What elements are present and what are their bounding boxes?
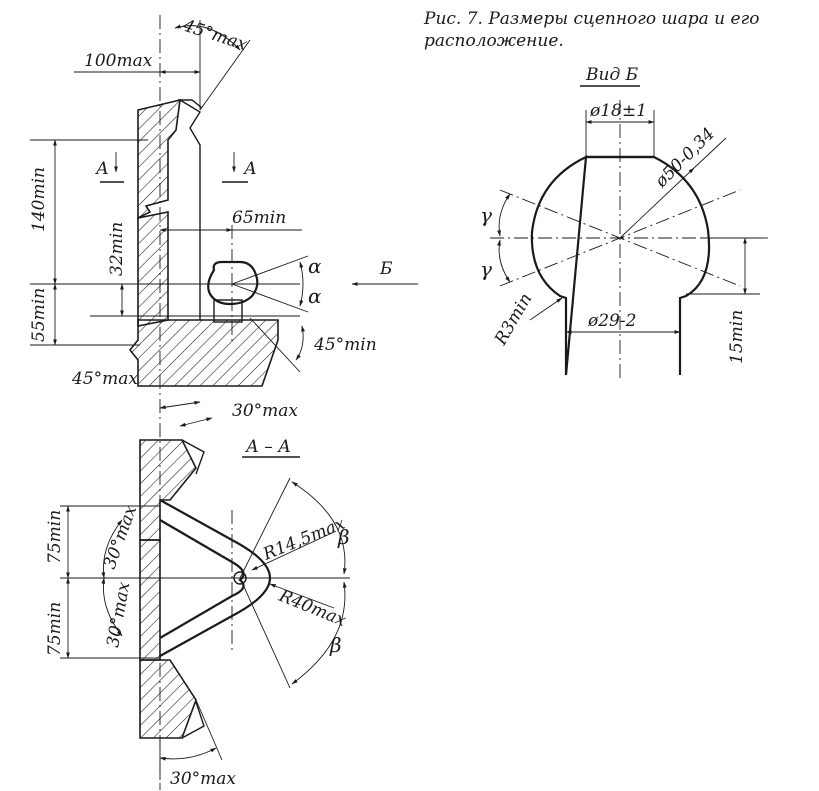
dim-100-max-label: 100max <box>84 51 153 71</box>
section-lower-jaw-tip <box>181 701 205 739</box>
dim-32-min-label: 32min <box>107 222 127 276</box>
dia-18-label: ø18±1 <box>589 101 647 121</box>
view-b: Вид Б ø18±1 ø50-0,34 γ γ R3min ø29-2 15m… <box>480 65 770 380</box>
section-a-a: А – А 75min 75min 30°max 30°max R14,5max… <box>45 437 350 789</box>
radius-40-label: R40max <box>275 586 349 631</box>
radius-3-leader <box>529 297 563 321</box>
angle-30-max-lower-arc <box>101 577 123 637</box>
dim-75-min-bottom-label: 75min <box>45 602 65 656</box>
beta-arc-top <box>291 481 347 575</box>
angle-30-max-mid-label: 30°max <box>232 401 298 421</box>
beta-line-top <box>239 477 291 579</box>
side-view-upper: α α 45°max 100max 140min 32min 65min 55m… <box>29 15 418 790</box>
upper-plate-hatched <box>137 98 181 220</box>
dim-140-min-label: 140min <box>29 167 49 232</box>
radius-14-5-label: R14,5max <box>259 514 348 565</box>
beta-label-top: β <box>337 525 350 549</box>
gamma-arc-bottom <box>497 239 511 283</box>
gamma-label-bottom: γ <box>480 257 492 281</box>
dia-50-leader <box>619 167 695 239</box>
angle-30-max-bottom-arc <box>159 747 217 761</box>
angle-45-max-top-label: 45°max <box>180 15 250 55</box>
angle-45-min-label: 45°min <box>313 335 377 355</box>
angle-30-max-bottom-label: 30°max <box>170 769 236 789</box>
section-upper-jaw-tip <box>181 439 205 475</box>
gamma-label-top: γ <box>480 203 492 227</box>
alpha-line-bottom <box>231 283 309 313</box>
plate-top-notch <box>178 99 203 109</box>
beta-arc-bottom <box>291 581 347 685</box>
angle-45-max-top-arc <box>174 24 241 51</box>
angle-45-min-arc <box>295 325 305 361</box>
beta-label-bottom: β <box>329 633 342 657</box>
coupling-ball <box>207 260 259 306</box>
figure-caption-line-2: расположение. <box>424 31 564 51</box>
section-lower-jaw <box>139 659 197 739</box>
angle-45-max-mid-label: 45°max <box>71 369 138 389</box>
lower-block-hatched <box>128 319 279 387</box>
section-mark-left-label: А <box>95 159 109 179</box>
dia-29-label: ø29-2 <box>587 311 636 331</box>
angle-ref-slant <box>199 39 251 111</box>
radius-3-label: R3min <box>491 290 537 349</box>
angle-30-max-upper-arc <box>101 519 123 579</box>
angle-30-max-upper-label: 30°max <box>100 502 141 571</box>
horn-inner <box>159 519 245 639</box>
gamma-arc-top <box>497 193 511 237</box>
angle-45-min-slant <box>249 317 301 373</box>
view-b-arrow-label: Б <box>379 259 393 279</box>
angle-30-max-mid-line <box>179 417 213 427</box>
angle-45-max-mid-line <box>159 400 201 410</box>
figure-caption-line-1: Рис. 7. Размеры сцепного шара и его <box>423 9 759 29</box>
section-a-a-title: А – А <box>245 437 291 457</box>
section-middle-plate <box>139 539 161 661</box>
alpha-label-top: α <box>308 254 322 278</box>
plate-outline <box>179 99 201 320</box>
view-b-title: Вид Б <box>585 65 639 85</box>
beta-line-bottom <box>239 577 291 689</box>
alpha-line-top <box>231 255 309 285</box>
dim-55-min-label: 55min <box>29 288 49 342</box>
plate-column-hatched <box>137 211 169 327</box>
ball-neck <box>213 299 243 323</box>
dim-15-label: 15min <box>727 310 747 364</box>
dim-65-min-label: 65min <box>232 208 286 228</box>
angle-30-max-bottom-slant <box>195 699 223 761</box>
alpha-label-bottom: α <box>308 284 322 308</box>
alpha-arc <box>299 261 304 307</box>
dim-75-min-top-label: 75min <box>45 510 65 564</box>
angle-30-max-lower-label: 30°max <box>103 580 134 649</box>
dia-50-leader-ext <box>693 137 727 169</box>
section-mark-right-label: А <box>243 159 257 179</box>
ball-outline <box>530 155 711 376</box>
dia-50-label: ø50-0,34 <box>651 124 719 192</box>
